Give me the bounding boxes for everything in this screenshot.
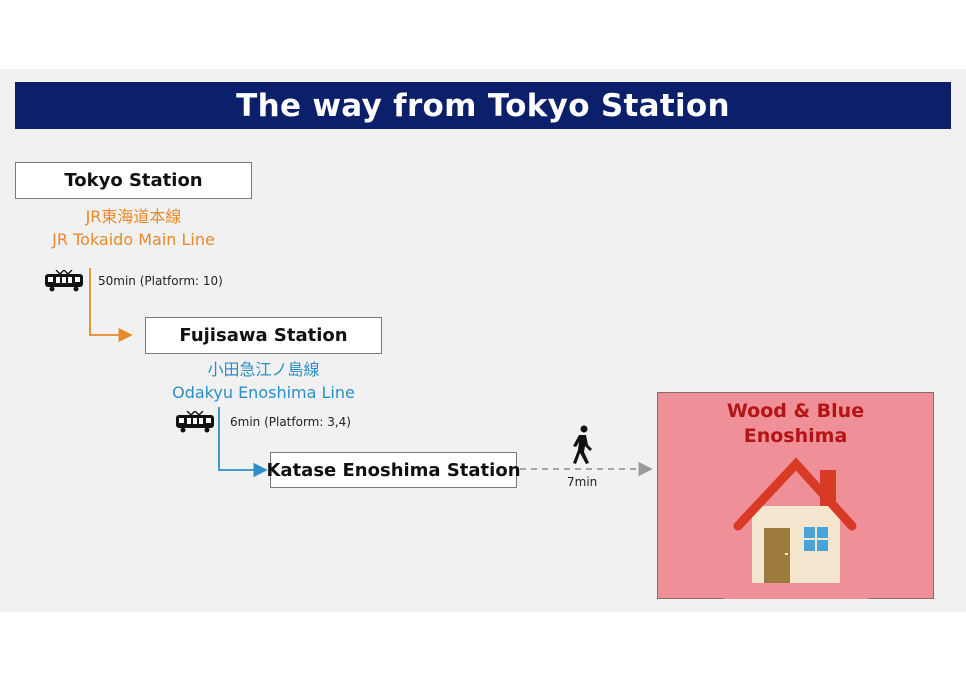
train-icon — [45, 270, 83, 292]
train-icon — [176, 411, 214, 433]
odakyu-line-name-en: Odakyu Enoshima Line — [172, 383, 355, 402]
odakyu-route-arrow — [218, 407, 268, 478]
walking-person-icon — [573, 425, 592, 464]
katase-enoshima-station-box: Katase Enoshima Station — [266, 452, 521, 488]
walk-duration: 7min — [567, 475, 598, 489]
page-title: The way from Tokyo Station — [15, 82, 951, 129]
tokyo-station-box: Tokyo Station — [15, 162, 252, 199]
odakyu-duration: 6min (Platform: 3,4) — [230, 415, 351, 429]
fujisawa-station-box: Fujisawa Station — [145, 317, 382, 354]
destination-name-line2: Enoshima — [743, 425, 848, 447]
odakyu-line-name-ja: 小田急江ノ島線 — [207, 360, 320, 379]
tokaido-duration: 50min (Platform: 10) — [98, 274, 223, 288]
house-icon — [724, 446, 868, 599]
tokaido-line-label: JR東海道本線 JR Tokaido Main Line — [15, 205, 252, 251]
tokaido-route-arrow — [89, 268, 133, 343]
tokaido-line-name-ja: JR東海道本線 — [85, 207, 182, 226]
destination-name-line1: Wood & Blue — [726, 400, 865, 422]
tokaido-line-name-en: JR Tokaido Main Line — [52, 230, 215, 249]
odakyu-line-label: 小田急江ノ島線 Odakyu Enoshima Line — [145, 358, 382, 404]
